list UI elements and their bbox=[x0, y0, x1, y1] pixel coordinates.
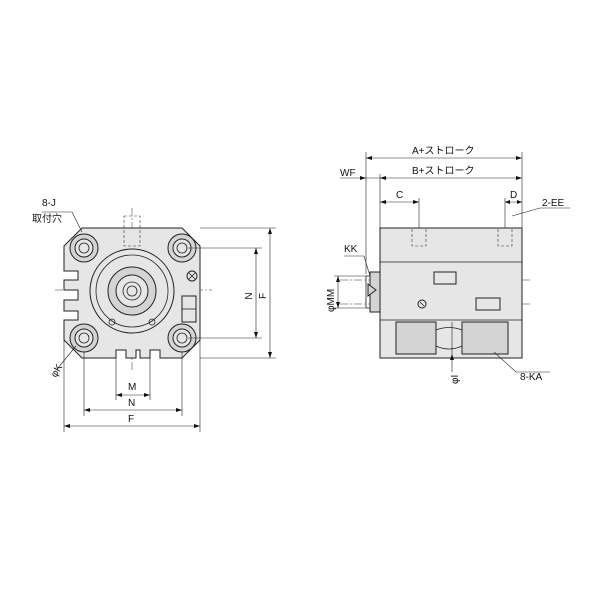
label-n-right: N bbox=[244, 292, 255, 299]
label-m: M bbox=[128, 382, 136, 393]
front-rod bbox=[122, 281, 142, 301]
front-top-port bbox=[123, 215, 141, 247]
label-d: D bbox=[510, 190, 517, 201]
label-f-right: F bbox=[258, 293, 269, 299]
label-phi-k: φK bbox=[49, 362, 65, 379]
front-view: 8-J 取付穴 φK M N F N bbox=[32, 198, 276, 432]
mounting-hole-bottom-right bbox=[167, 323, 197, 353]
label-8ka: 8-KA bbox=[520, 372, 543, 383]
label-8j-note: 取付穴 bbox=[32, 212, 62, 225]
side-switch-1 bbox=[433, 271, 457, 285]
label-phi-mm: φMM bbox=[326, 289, 337, 312]
label-f-bottom: F bbox=[128, 414, 134, 425]
label-n-bottom: N bbox=[128, 398, 135, 409]
side-tube-right bbox=[461, 321, 509, 355]
label-c: C bbox=[396, 190, 403, 201]
label-wf: WF bbox=[340, 168, 356, 179]
side-view: A+ストローク B+ストローク WF C D 2-EE KK bbox=[326, 145, 570, 384]
side-tube-left bbox=[395, 321, 437, 355]
label-kk: KK bbox=[344, 244, 358, 255]
side-switch-2 bbox=[475, 297, 501, 311]
label-phi-i: φI bbox=[450, 375, 461, 384]
label-2ee: 2-EE bbox=[542, 198, 565, 209]
mounting-hole-top-left bbox=[69, 233, 99, 263]
label-b-stroke: B+ストローク bbox=[412, 165, 475, 177]
label-8j: 8-J bbox=[42, 198, 56, 209]
label-a-stroke: A+ストローク bbox=[412, 145, 475, 157]
